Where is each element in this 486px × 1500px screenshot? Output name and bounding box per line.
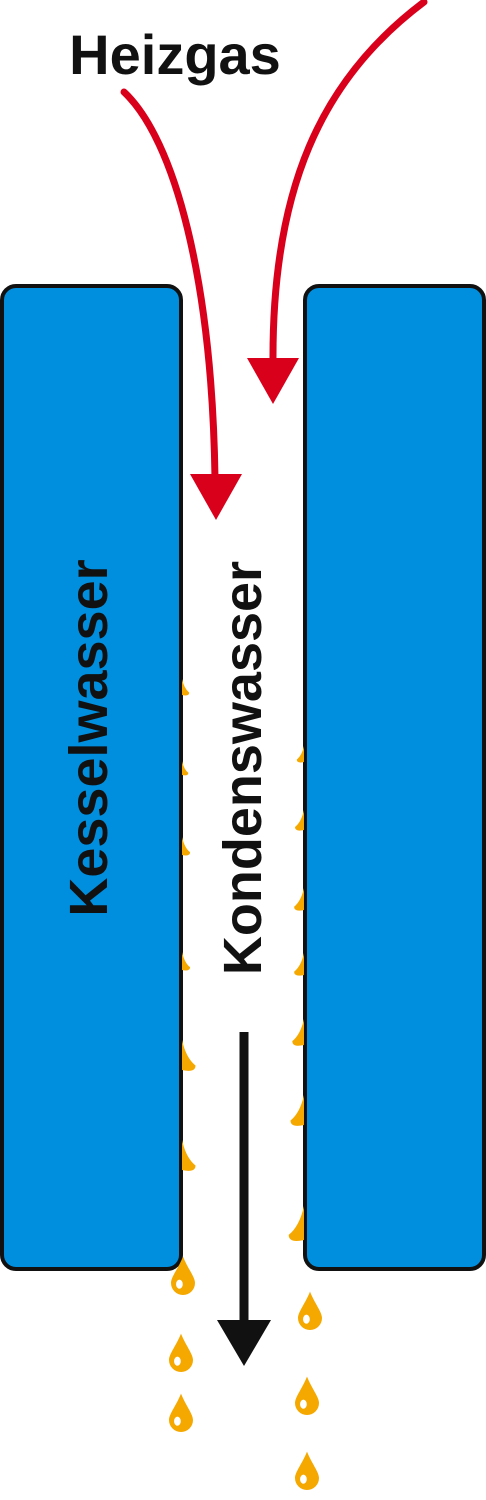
- down-arrow-icon: [217, 1320, 271, 1366]
- wall-droplet-icon: [182, 679, 190, 696]
- gas-arrowhead-right-icon: [247, 358, 299, 404]
- water-droplet-icon: [169, 1333, 193, 1372]
- wall-droplet-icon: [288, 1206, 304, 1241]
- condensate-flow-arrow: [217, 1032, 271, 1366]
- gas-flow-arrows: [120, 0, 428, 520]
- kondenswasser-label: Kondenswasser: [213, 561, 273, 975]
- wall-droplet-icon: [290, 1095, 304, 1126]
- wall-droplet-icon: [182, 837, 191, 856]
- gas-flow-arrow-right-icon: [269, 0, 428, 366]
- wall-droplet-icon: [295, 810, 304, 831]
- water-droplet-icon: [295, 1451, 319, 1490]
- condensate-droplets: [169, 679, 322, 1490]
- heizgas-label: Heizgas: [69, 23, 281, 86]
- gas-arrowhead-left-icon: [190, 474, 242, 520]
- left-boiler-wall: [0, 284, 183, 1271]
- wall-droplet-icon: [182, 952, 191, 971]
- wall-droplet-icon: [182, 761, 189, 776]
- right-boiler-wall: [303, 284, 486, 1271]
- wall-droplet-icon: [294, 888, 304, 911]
- wall-droplet-icon: [294, 953, 304, 976]
- gas-flow-arrow-left-icon: [120, 88, 219, 482]
- water-droplet-icon: [295, 1376, 319, 1415]
- water-droplet-icon: [169, 1393, 193, 1432]
- wall-droplet-icon: [182, 1140, 196, 1171]
- wall-droplet-icon: [292, 1019, 304, 1046]
- kesselwasser-label: Kesselwasser: [59, 559, 119, 916]
- wall-droplet-icon: [296, 746, 304, 763]
- water-droplet-icon: [171, 1256, 195, 1295]
- wall-droplet-icon: [182, 1040, 196, 1071]
- water-droplet-icon: [298, 1291, 322, 1330]
